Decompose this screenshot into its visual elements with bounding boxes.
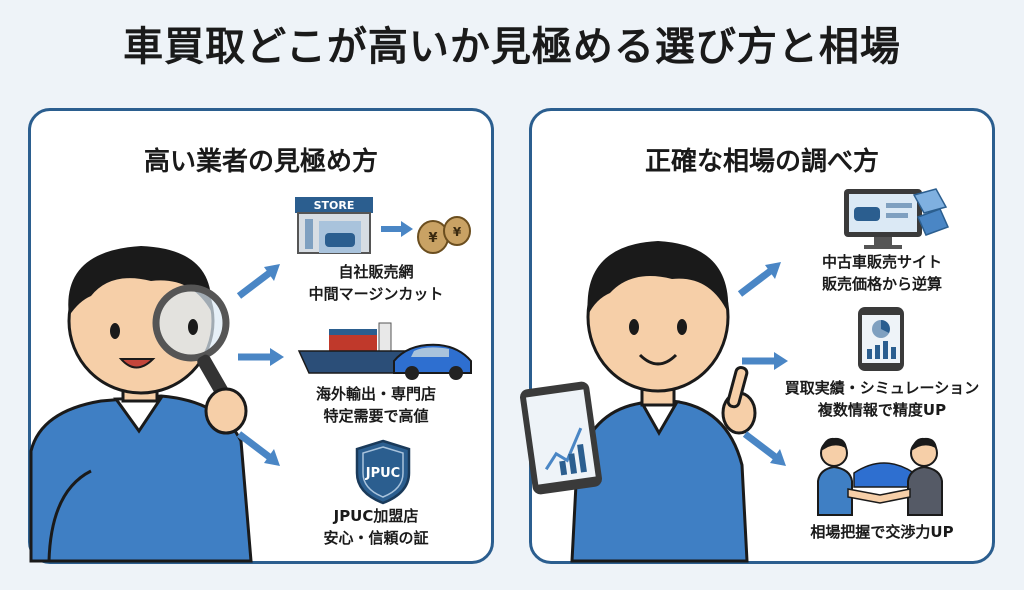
arrow-up-right-icon	[236, 264, 280, 299]
monitor-pricetag-icon	[844, 188, 950, 249]
arrow-down-right-icon	[236, 431, 280, 466]
right-item-2-line1: 買取実績・シミュレーション	[784, 379, 980, 397]
left-item-1-line1: 自社販売網	[338, 263, 414, 281]
right-item-1-line2: 販売価格から逆算	[821, 275, 942, 293]
arrow-right-icon	[238, 348, 284, 366]
handshake-icon	[817, 437, 943, 516]
shield-badge-text: JPUC	[365, 466, 400, 481]
arrow-right-icon	[742, 352, 788, 370]
left-panel-heading: 高い業者の見極め方	[143, 147, 378, 177]
left-panel: 高い業者の見極め方 STORE ¥	[28, 108, 494, 564]
left-item-1-label: 自社販売網 中間マージンカット	[281, 261, 471, 305]
right-item-1-label: 中古車販売サイト 販売価格から逆算	[782, 251, 982, 295]
right-panel-heading: 正確な相場の調べ方	[644, 147, 879, 177]
svg-text:¥: ¥	[453, 225, 462, 239]
store-sign-text: STORE	[314, 199, 355, 212]
left-item-2-label: 海外輸出・専門店 特定需要で高値	[281, 383, 471, 427]
arrow-up-right-icon	[737, 262, 781, 297]
shield-badge-icon: JPUC	[355, 439, 411, 505]
right-item-3-line1: 相場把握で交渉力UP	[810, 523, 954, 541]
page-title: 車買取どこが高いか見極める選び方と相場	[123, 24, 901, 70]
left-item-2-line1: 海外輸出・専門店	[315, 385, 436, 403]
left-item-3-line2: 安心・信頼の証	[323, 529, 429, 547]
right-item-3-label: 相場把握で交渉力UP	[782, 521, 982, 543]
left-item-1-line2: 中間マージンカット	[308, 285, 444, 303]
phone-chart-icon	[858, 307, 904, 371]
right-item-2-line2: 複数情報で精度UP	[817, 401, 947, 419]
person-with-tablet-illustration	[519, 241, 757, 563]
svg-text:¥: ¥	[428, 231, 437, 246]
arrow-down-right-icon	[742, 431, 786, 466]
right-item-1-line1: 中古車販売サイト	[821, 253, 942, 271]
ship-sportscar-icon	[297, 322, 472, 380]
right-item-2-label: 買取実績・シミュレーション 複数情報で精度UP	[772, 377, 992, 421]
store-moneybag-icon: STORE ¥ ¥	[295, 197, 471, 254]
person-with-magnifier-illustration	[29, 246, 253, 563]
left-item-3-label: JPUC加盟店 安心・信頼の証	[281, 505, 471, 549]
left-item-2-line2: 特定需要で高値	[323, 407, 429, 425]
left-item-3-line1: JPUC加盟店	[333, 507, 419, 525]
right-panel: 正確な相場の調べ方	[519, 108, 995, 564]
